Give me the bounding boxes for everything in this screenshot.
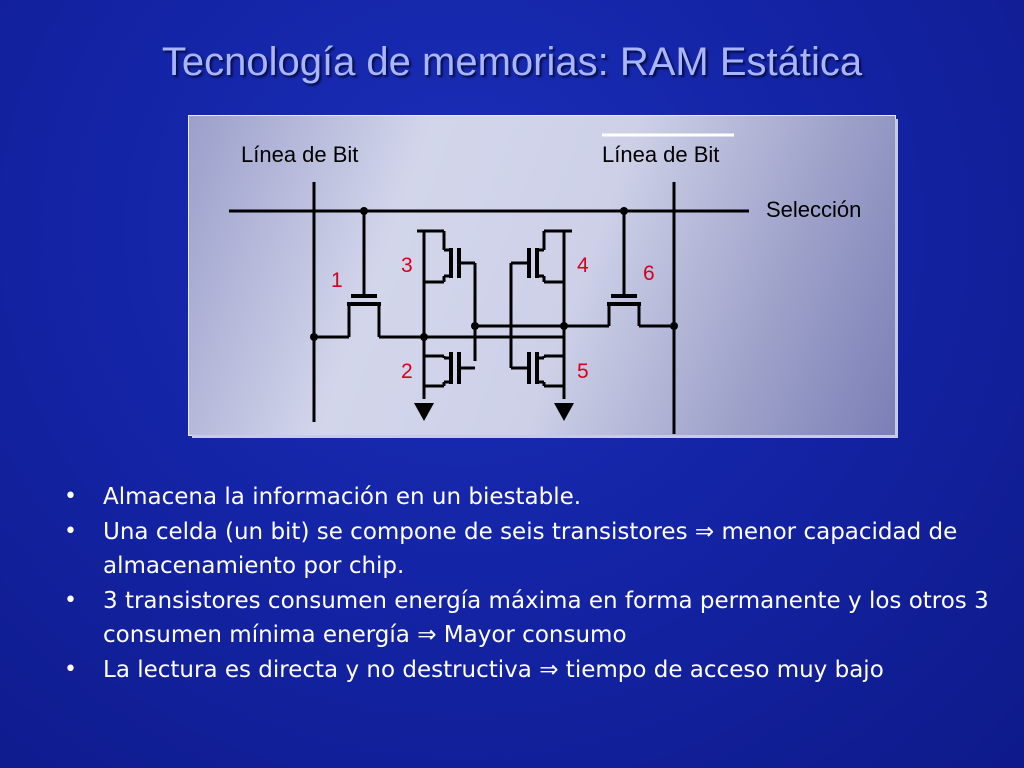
- bullet-item: Almacena la información en un biestable.: [60, 480, 1010, 515]
- selection-label: Selección: [766, 197, 861, 222]
- transistor-label-3: 3: [401, 254, 413, 277]
- transistor-label-1: 1: [331, 269, 343, 292]
- implies-arrow-icon: ⇒: [694, 518, 715, 545]
- slide-title: Tecnología de memorias: RAM Estática: [161, 40, 863, 84]
- bullet-item: La lectura es directa y no destructiva ⇒…: [60, 653, 1010, 688]
- transistor-label-4: 4: [577, 254, 589, 277]
- transistor-label-5: 5: [577, 360, 589, 383]
- transistor-label-6: 6: [643, 262, 655, 285]
- ground-right-icon: [554, 403, 574, 421]
- sram-cell-diagram: Línea de Bit Línea de Bit Selección 1 2 …: [189, 116, 895, 435]
- ground-left-icon: [414, 403, 434, 421]
- bit-line-left-label: Línea de Bit: [241, 142, 358, 167]
- transistor-label-2: 2: [401, 360, 413, 383]
- implies-arrow-icon: ⇒: [417, 622, 437, 648]
- bullet-item: 3 transistores consumen energía máxima e…: [60, 584, 1010, 653]
- implies-arrow-icon: ⇒: [539, 656, 559, 683]
- bullet-item: Una celda (un bit) se compone de seis tr…: [60, 515, 1010, 584]
- bullet-list: Almacena la información en un biestable.…: [60, 480, 1010, 687]
- sram-circuit-svg: Línea de Bit Línea de Bit Selección 1 2 …: [229, 133, 861, 434]
- bit-line-right-label: Línea de Bit: [602, 142, 719, 167]
